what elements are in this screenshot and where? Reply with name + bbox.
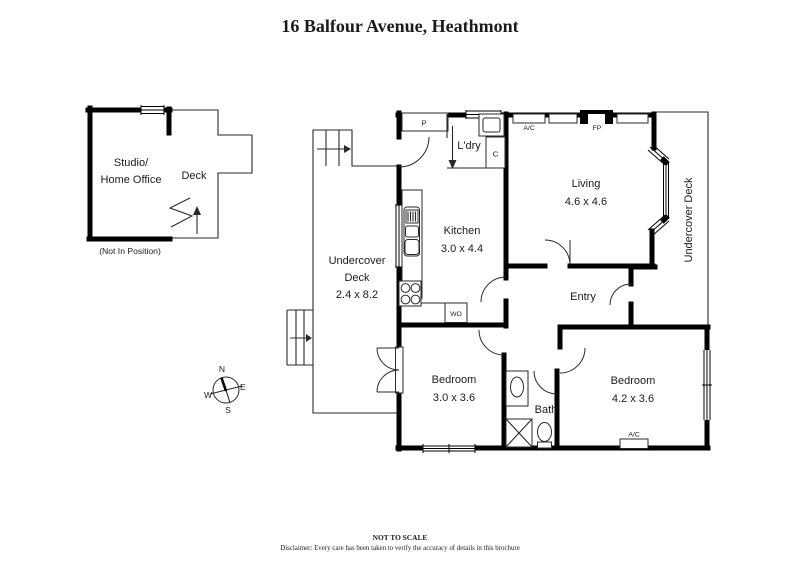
wall-oven-label: WO: [450, 311, 462, 318]
pantry-label: P: [421, 119, 426, 128]
ac-unit-label-bedroom: A/C: [628, 432, 639, 439]
closet-box: [485, 136, 506, 169]
fireplace-label: FP: [593, 125, 602, 132]
bedroom-1-dims: 3.0 x 3.6: [433, 392, 475, 404]
bath-label: Bath: [535, 404, 558, 416]
west-deck-stairs-side: [286, 309, 313, 366]
living-wall-units: [512, 110, 649, 124]
disclaimer-text: Disclaimer: Every care has been taken to…: [280, 545, 520, 552]
kitchen-dims: 3.0 x 4.4: [441, 243, 483, 255]
west-deck-stairs-top: [317, 130, 351, 166]
living-label: Living: [572, 178, 601, 190]
door-arcs: [398, 136, 632, 395]
house-interior-walls: [396, 111, 656, 450]
ac-unit-bedroom-box: [619, 438, 649, 449]
compass-w: W: [204, 390, 212, 400]
undercover-deck-west-dims: 2.4 x 8.2: [336, 289, 378, 301]
living-bay-window: [647, 143, 670, 237]
french-doors: [376, 346, 404, 394]
compass-n: N: [219, 364, 225, 374]
undercover-deck-east-label: Undercover Deck: [683, 177, 695, 262]
studio-walls: [85, 105, 173, 242]
west-deck-outline: [312, 129, 398, 414]
studio-label-line2: Home Office: [101, 174, 162, 186]
undercover-deck-west-label-line1: Undercover: [329, 255, 386, 267]
entry-label: Entry: [570, 291, 596, 303]
compass-icon: [209, 376, 243, 404]
studio-label-line1: Studio/: [114, 157, 149, 169]
bedroom-2-dims: 4.2 x 3.6: [612, 393, 654, 405]
bedroom-2-label: Bedroom: [611, 375, 656, 387]
pantry-box: [401, 112, 449, 132]
bath-fixtures: [505, 370, 552, 449]
closet-label: C: [493, 150, 499, 159]
bedroom1-window: [422, 444, 476, 454]
laundry-fixtures: [446, 113, 505, 169]
studio-stairs-icon: [168, 197, 201, 234]
living-dims: 4.6 x 4.6: [565, 196, 607, 208]
studio-window: [140, 104, 165, 116]
kitchen-fixtures: [398, 189, 468, 323]
not-in-position-note: (Not In Position): [99, 246, 161, 256]
floorplan-title: 16 Balfour Avenue, Heathmont: [281, 16, 518, 36]
laundry-label: L'dry: [457, 140, 481, 152]
studio-deck-outline: [172, 109, 253, 239]
bedroom-1-label: Bedroom: [432, 374, 477, 386]
compass-s: S: [225, 405, 231, 415]
ac-unit-label-living: A/C: [523, 125, 534, 132]
undercover-deck-west-label-line2: Deck: [344, 272, 370, 284]
bedroom2-window: [702, 350, 712, 420]
studio-deck-label: Deck: [181, 170, 207, 182]
not-to-scale-note: NOT TO SCALE: [373, 533, 428, 542]
kitchen-label: Kitchen: [444, 225, 481, 237]
compass-e: E: [240, 382, 246, 392]
east-deck-outline: [656, 111, 709, 327]
